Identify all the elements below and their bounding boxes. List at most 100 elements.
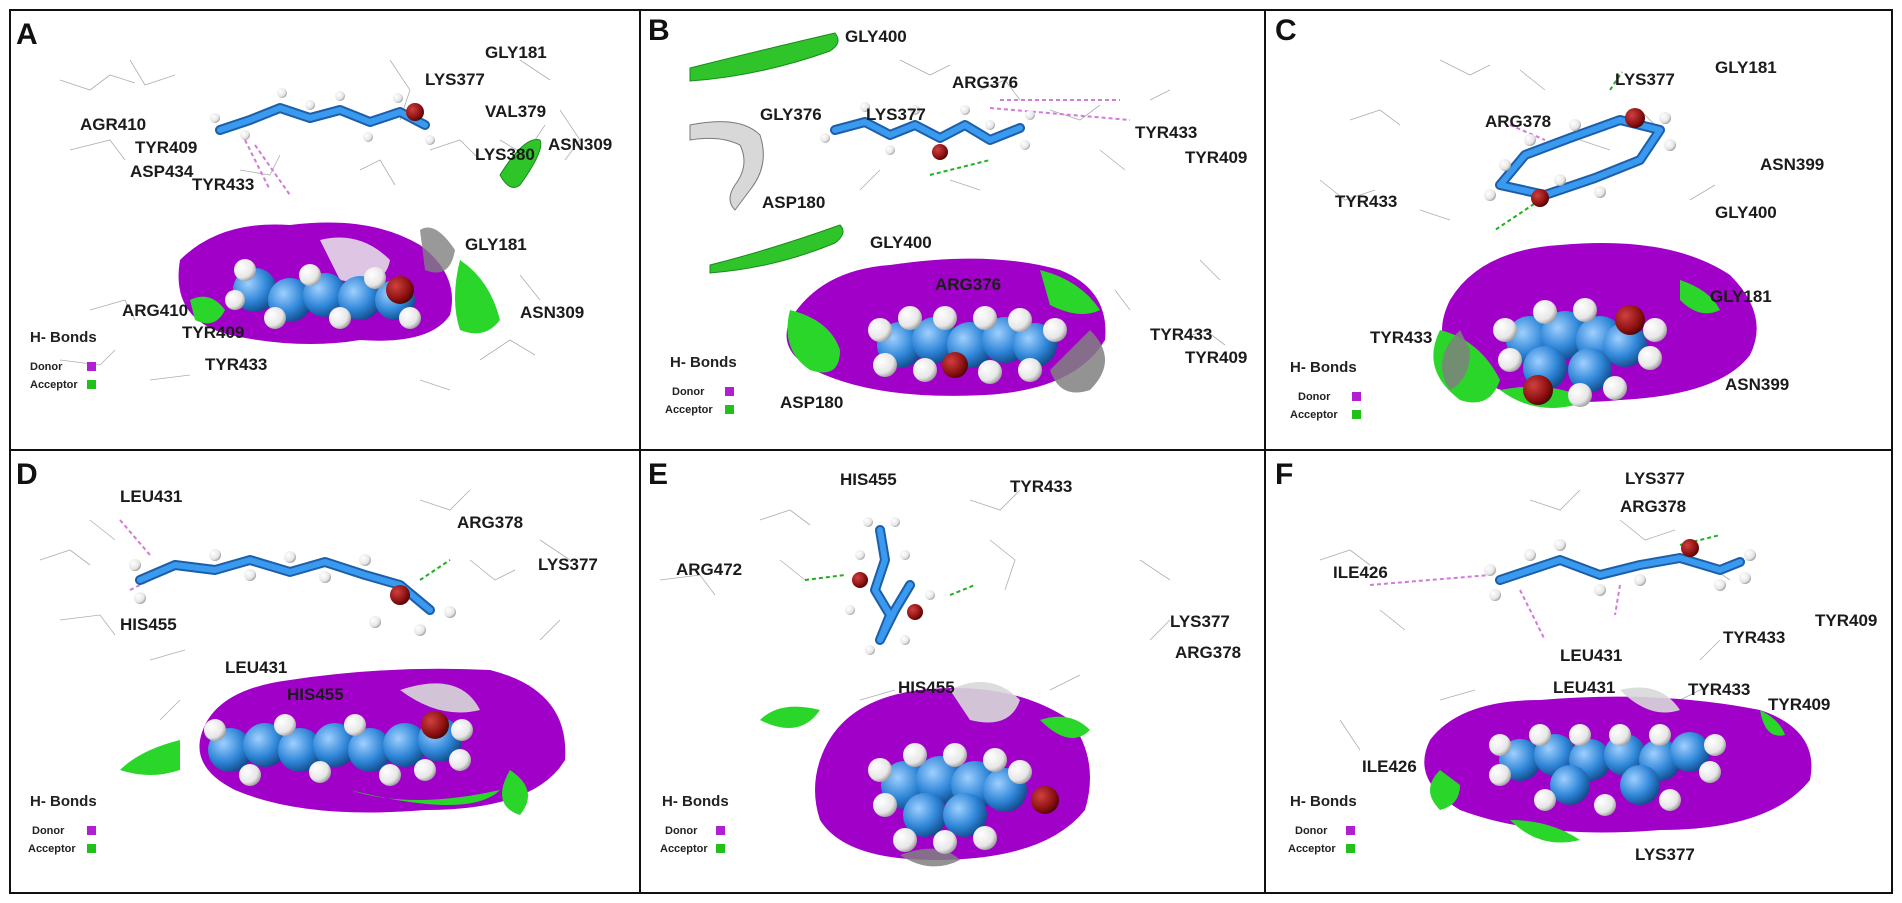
- residue-label: LYS380: [475, 145, 535, 164]
- residue-label: LEU431: [1560, 646, 1622, 665]
- ligand-stick-e: [845, 517, 935, 655]
- ribbon-a: [499, 138, 542, 188]
- interaction-lines-c: [1494, 71, 1623, 231]
- residue-label: TYR433: [1723, 628, 1785, 647]
- legend-donor-swatch: [87, 826, 96, 835]
- legend-acceptor-swatch: [87, 844, 96, 853]
- legend-title: H- Bonds: [1290, 359, 1357, 376]
- residue-label: LYS377: [538, 555, 598, 574]
- residue-label: TYR409: [182, 323, 244, 342]
- legend-title: H- Bonds: [1290, 793, 1357, 810]
- residue-label: LYS377: [1170, 612, 1230, 631]
- interaction-lines-e: [804, 574, 976, 596]
- residue-label: GLY400: [870, 233, 932, 252]
- residue-label: TYR433: [1135, 123, 1197, 142]
- residue-label: TYR409: [1185, 148, 1247, 167]
- residue-label: ASP180: [762, 193, 825, 212]
- legend-e: H- Bonds Donor Acceptor: [660, 793, 729, 855]
- legend-title: H- Bonds: [662, 793, 729, 810]
- panel-letter-f: F: [1275, 458, 1293, 491]
- panel-f: F LYS377 ARG378: [1275, 458, 1877, 864]
- residue-label: LYS377: [1635, 845, 1695, 864]
- residue-labels-d: LEU431 ARG378 LYS377 HIS455 LEU431 HIS45…: [120, 487, 598, 704]
- residue-label: HIS455: [840, 470, 897, 489]
- ligand-stick-b: [820, 102, 1035, 160]
- residue-label: GLY181: [485, 43, 547, 62]
- residue-labels-a: GLY181 LYS377 VAL379 AGR410 TYR409 ASP43…: [80, 43, 612, 374]
- ribbon-b: [689, 32, 844, 274]
- panel-a: A GLY181: [16, 18, 612, 391]
- interaction-lines-b: [929, 99, 1131, 176]
- ligand-stick-d: [129, 549, 456, 636]
- residue-label: TYR433: [1150, 325, 1212, 344]
- panel-d: D LEU431 ARG378: [16, 458, 598, 855]
- legend-acceptor-swatch: [716, 844, 725, 853]
- residue-label: ASN309: [548, 135, 612, 154]
- ligand-spacefill-e: [868, 743, 1059, 854]
- panel-e: E HIS455 TYR433: [648, 458, 1241, 867]
- residue-label: TYR433: [1370, 328, 1432, 347]
- legend-f: H- Bonds Donor Acceptor: [1288, 793, 1357, 855]
- legend-donor-label: Donor: [672, 386, 705, 398]
- ligand-spacefill-f: [1489, 724, 1726, 816]
- residue-label: ASN399: [1725, 375, 1789, 394]
- residue-label: LYS377: [425, 70, 485, 89]
- residue-label: GLY181: [1710, 287, 1772, 306]
- residue-label: LEU431: [120, 487, 182, 506]
- legend-title: H- Bonds: [30, 793, 97, 810]
- residue-label: TYR409: [135, 138, 197, 157]
- panel-b: B G: [648, 14, 1247, 416]
- legend-acceptor-label: Acceptor: [665, 404, 713, 416]
- residue-label: ASP434: [130, 162, 194, 181]
- residue-label: ILE426: [1362, 757, 1417, 776]
- residue-label: LEU431: [1553, 678, 1615, 697]
- residue-label: ARG378: [1620, 497, 1686, 516]
- ligand-spacefill-b: [868, 306, 1067, 384]
- legend-acceptor-label: Acceptor: [30, 379, 78, 391]
- residue-labels-e: HIS455 TYR433 ARG472 LYS377 ARG378 HIS45…: [676, 470, 1241, 697]
- ligand-stick-a: [210, 88, 435, 145]
- interaction-lines-a: [244, 139, 291, 196]
- residue-label: ARG472: [676, 560, 742, 579]
- residue-label: TYR409: [1768, 695, 1830, 714]
- residue-label: HIS455: [120, 615, 177, 634]
- residue-label: GLY400: [845, 27, 907, 46]
- legend-donor-label: Donor: [1298, 391, 1331, 403]
- legend-title: H- Bonds: [670, 354, 737, 371]
- residue-label: ARG376: [952, 73, 1018, 92]
- legend-a: H- Bonds Donor Acceptor: [30, 329, 97, 391]
- residue-label: LYS377: [1625, 469, 1685, 488]
- ligand-spacefill-c: [1493, 298, 1667, 407]
- ligand-spacefill-d: [204, 711, 473, 786]
- legend-donor-swatch: [716, 826, 725, 835]
- interaction-lines-f: [1369, 534, 1721, 641]
- residue-label: ASN399: [1760, 155, 1824, 174]
- legend-donor-label: Donor: [665, 825, 698, 837]
- ligand-stick-f: [1484, 539, 1756, 601]
- legend-donor-swatch: [87, 362, 96, 371]
- residue-labels-c: LYS377 GLY181 ARG378 ASN399 TYR433 GLY40…: [1335, 58, 1824, 394]
- panel-letter-c: C: [1275, 14, 1297, 47]
- residue-label: ARG378: [1485, 112, 1551, 131]
- residue-label: VAL379: [485, 102, 546, 121]
- legend-acceptor-label: Acceptor: [1290, 409, 1338, 421]
- panel-letter-d: D: [16, 458, 38, 491]
- residue-label: ASP180: [780, 393, 843, 412]
- residue-label: LYS377: [1615, 70, 1675, 89]
- residue-label: LEU431: [225, 658, 287, 677]
- residue-label: GLY376: [760, 105, 822, 124]
- residue-label: ILE426: [1333, 563, 1388, 582]
- residue-label: LYS377: [866, 105, 926, 124]
- wireframe-residues-e: [659, 489, 1171, 701]
- legend-acceptor-label: Acceptor: [1288, 843, 1336, 855]
- legend-donor-swatch: [725, 387, 734, 396]
- residue-label: TYR433: [1688, 680, 1750, 699]
- legend-donor-label: Donor: [1295, 825, 1328, 837]
- legend-acceptor-swatch: [87, 380, 96, 389]
- residue-label: ASN309: [520, 303, 584, 322]
- residue-label: ARG378: [1175, 643, 1241, 662]
- legend-acceptor-label: Acceptor: [28, 843, 76, 855]
- legend-acceptor-label: Acceptor: [660, 843, 708, 855]
- residue-label: ARG410: [122, 301, 188, 320]
